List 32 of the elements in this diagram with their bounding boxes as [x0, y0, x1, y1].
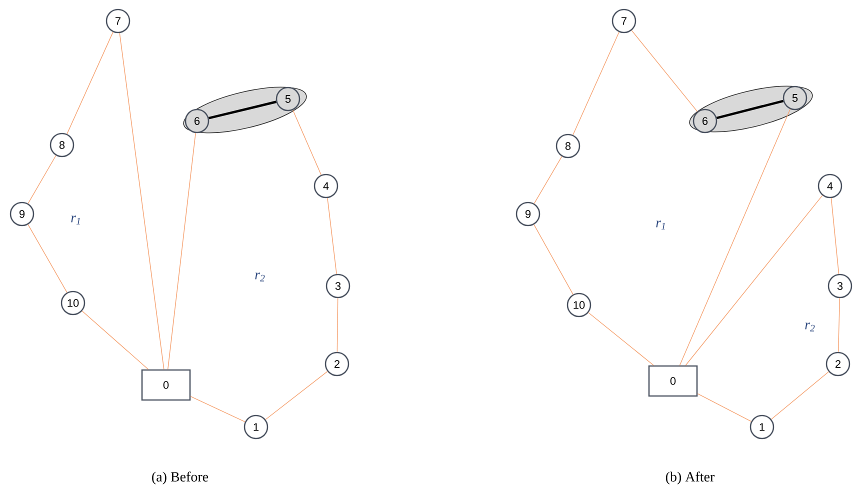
connector-line — [572, 32, 620, 136]
connector-line — [66, 32, 114, 134]
connector-line — [534, 224, 574, 295]
connector-line — [119, 32, 164, 370]
connector-line — [716, 100, 784, 120]
connector-line — [679, 108, 791, 366]
connector-line — [28, 155, 56, 204]
connector-line — [697, 393, 752, 422]
region-label: r$_{1}$ — [656, 220, 665, 230]
subfigure-caption: (b) After — [666, 472, 715, 484]
region-label: r$_{2}$ — [255, 272, 265, 282]
connector-line — [292, 110, 322, 176]
connector-line — [208, 100, 276, 120]
connector-line — [830, 198, 840, 274]
connector-line — [190, 396, 246, 422]
connector-line — [265, 371, 328, 420]
process-box: 0 — [648, 365, 698, 397]
connector-line — [685, 195, 823, 366]
connector-line — [631, 30, 698, 112]
connector-line — [771, 371, 829, 420]
region-label: r$_{1}$ — [71, 216, 80, 224]
connector-line — [168, 132, 196, 370]
connector-line — [336, 298, 338, 352]
connector-line — [327, 198, 337, 274]
region-label: r$_{2}$ — [805, 322, 815, 332]
connector-line — [588, 312, 654, 366]
connector-line — [82, 310, 149, 370]
process-box: 0 — [141, 369, 191, 401]
connector-line — [28, 224, 68, 293]
connector-line — [838, 298, 840, 352]
connector-line — [534, 156, 562, 204]
subfigure-caption: (a) Before — [152, 472, 208, 484]
